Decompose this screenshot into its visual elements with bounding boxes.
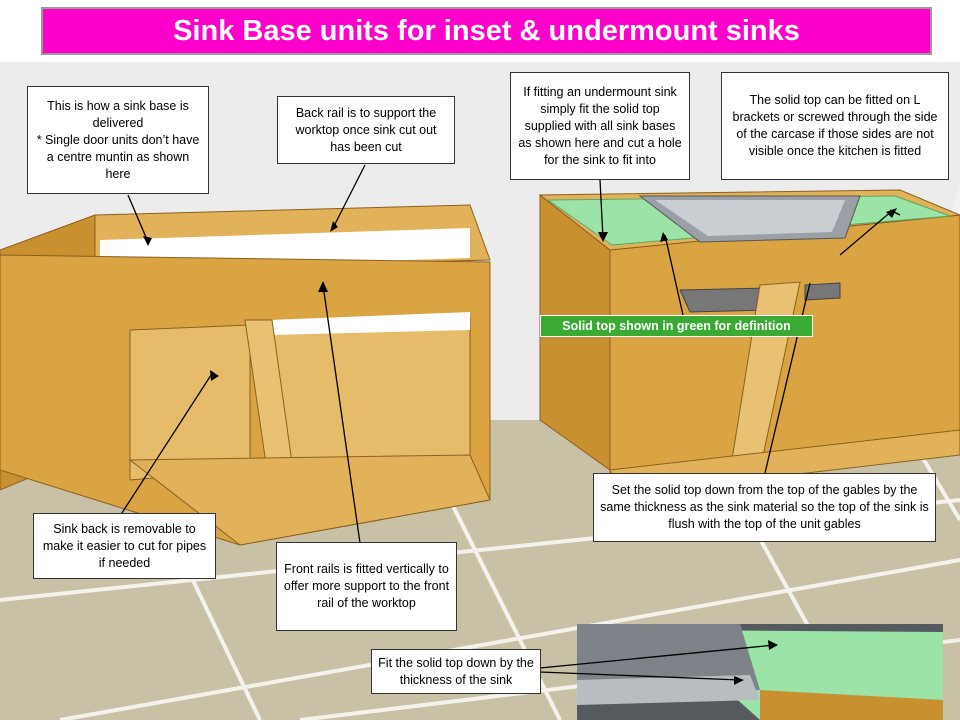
title-banner: Sink Base units for inset & undermount s… (41, 7, 932, 55)
callout-delivered: This is how a sink base is delivered * S… (27, 86, 209, 194)
callout-fit-down: Fit the solid top down by the thickness … (371, 649, 541, 694)
callout-front-rails: Front rails is fitted vertically to offe… (276, 542, 457, 631)
pointer-green-label (664, 234, 684, 316)
pointer-front-rails (322, 284, 361, 544)
pointer-set-down (764, 282, 811, 474)
callout-undermount: If fitting an undermount sink simply fit… (510, 72, 690, 180)
pointer-fit-down-a (539, 644, 776, 669)
pointer-sink-back (119, 371, 214, 517)
pointer-undermount (599, 179, 604, 239)
callout-back-rail: Back rail is to support the worktop once… (277, 96, 455, 164)
sink-detail-inset (577, 624, 943, 720)
pointer-delivered (127, 194, 149, 243)
callout-set-down: Set the solid top down from the top of t… (593, 473, 936, 542)
callout-sink-back: Sink back is removable to make it easier… (33, 513, 216, 579)
solid-top-green-label: Solid top shown in green for definition (540, 315, 813, 337)
pointer-back-rail (332, 164, 366, 229)
pointer-fit-down-b (539, 671, 741, 681)
callout-solid-top-fitting: The solid top can be fitted on L bracket… (721, 72, 949, 180)
left-cabinet (0, 204, 491, 546)
page-title: Sink Base units for inset & undermount s… (173, 14, 800, 47)
